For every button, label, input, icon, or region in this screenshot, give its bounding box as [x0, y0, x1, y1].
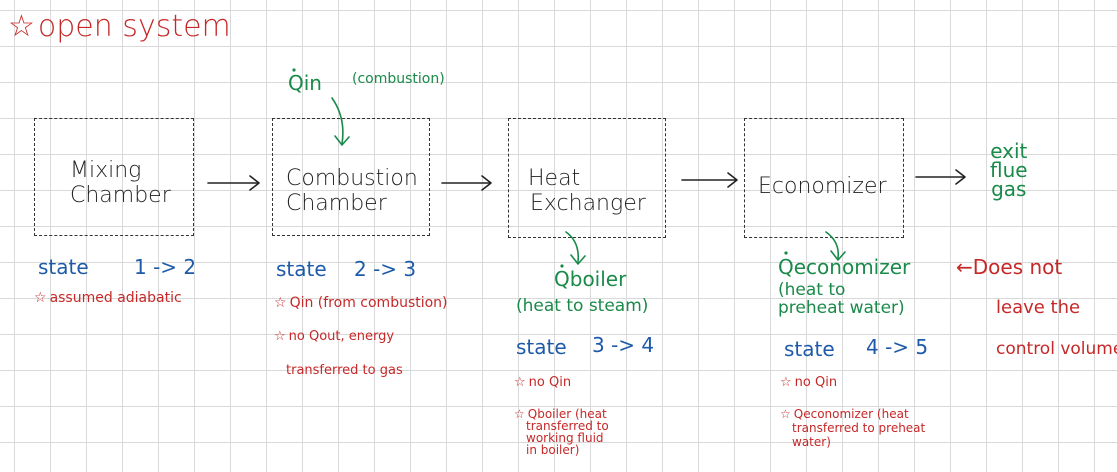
combustion-chamber-box [272, 118, 430, 236]
q-economizer-note-line2: preheat water) [778, 298, 905, 318]
state-3-4-note-2: transferred to [526, 419, 609, 433]
q-in-dot [292, 68, 296, 72]
q-in-top-note: (combustion) [352, 71, 445, 87]
q-boiler-label: Qboiler [554, 267, 627, 291]
combustion-label-line1: Combustion [286, 166, 418, 191]
arrow-combustion-to-heat-exchanger [441, 175, 492, 191]
star-icon: ☆ [274, 295, 287, 311]
state-3-4-range: 3 -> 4 [592, 333, 655, 357]
star-icon: ☆ [8, 9, 35, 44]
economizer-box [744, 118, 904, 238]
arrow-heat-exchanger-to-economizer [681, 172, 738, 188]
state-4-5-note-0-text: no Qin [794, 375, 838, 390]
arrow-q-in-down [331, 97, 350, 146]
exit-line2: flue [990, 158, 1028, 182]
state-2-3-note-0-text: Qin (from combustion) [289, 295, 448, 311]
state-1-2-note-0-text: assumed adiabatic [49, 290, 182, 306]
q-economizer-dot [784, 251, 788, 255]
title-text: open system [37, 9, 231, 44]
combustion-chamber-label: Combustion Chamber [286, 166, 418, 217]
state-2-3-range: 2 -> 3 [354, 257, 417, 281]
state-4-5-note-1: ☆Qeconomizer (heat [780, 407, 909, 421]
state-3-4-note-0-text: no Qin [528, 375, 572, 390]
q-boiler-note: (heat to steam) [516, 296, 649, 316]
arrow-q-economizer-down [825, 231, 846, 261]
state-3-4-note-0: ☆no Qin [514, 375, 572, 390]
state-4-5-label: state [784, 337, 835, 361]
heat-exchanger-box [508, 118, 666, 238]
title: ☆open system [8, 10, 231, 43]
state-2-3-note-1: ☆no Qout, energy [274, 329, 395, 344]
state-2-3-note-2: transferred to gas [286, 363, 403, 378]
state-4-5-note-3: water) [792, 435, 831, 449]
state-3-4-note-4: in boiler) [526, 443, 580, 457]
does-not-leave-line3: control volume [996, 339, 1117, 359]
state-2-3-note-0: ☆Qin (from combustion) [274, 295, 448, 311]
star-icon: ☆ [514, 375, 526, 390]
state-2-3-label: state [276, 257, 327, 281]
combustion-label-line2: Chamber [286, 191, 387, 217]
state-2-3-note-1-text: no Qout, energy [288, 329, 395, 344]
q-economizer-label: Qeconomizer [778, 255, 911, 279]
q-in-symbol: Qin [288, 71, 322, 95]
heat-exchanger-label: Heat Exchanger [528, 166, 646, 217]
state-1-2-label: state [38, 255, 89, 279]
economizer-label: Economizer [758, 174, 887, 199]
state-4-5-range: 4 -> 5 [866, 335, 929, 359]
heat-exchanger-label-line1: Heat [528, 166, 581, 191]
star-icon: ☆ [780, 407, 791, 421]
does-not-leave-line1: ←Does not [956, 256, 1062, 278]
mixing-label-line1: Mixing [70, 158, 142, 183]
star-icon: ☆ [274, 329, 286, 344]
arrow-mixing-to-combustion [207, 175, 260, 191]
star-icon: ☆ [514, 407, 525, 421]
q-boiler-dot [560, 264, 564, 268]
q-in-top-label: Qin [288, 72, 322, 94]
star-icon: ☆ [34, 290, 47, 306]
exit-flue-gas-label: exit flue gas [990, 139, 1028, 201]
state-4-5-note-1-text: Qeconomizer (heat [793, 407, 909, 421]
mixing-chamber-box [34, 118, 194, 236]
mixing-chamber-label: Mixing Chamber [70, 158, 171, 209]
state-3-4-note-3: working fluid [526, 431, 604, 445]
mixing-label-line2: Chamber [70, 183, 171, 209]
arrow-q-boiler-down [565, 231, 586, 265]
exit-line3: gas [991, 177, 1027, 201]
does-not-leave-line2: leave the [996, 297, 1081, 318]
economizer-label-line1: Economizer [758, 174, 887, 199]
q-economizer-note-line1: (heat to [778, 280, 846, 300]
state-1-2-note-0: ☆assumed adiabatic [34, 290, 182, 306]
arrow-economizer-to-exit [915, 169, 966, 185]
state-3-4-note-1-text: Qboiler (heat [527, 407, 607, 421]
state-1-2-range: 1 -> 2 [134, 255, 197, 279]
state-4-5-note-2: transferred to preheat [792, 421, 926, 435]
star-icon: ☆ [780, 375, 792, 390]
state-4-5-note-0: ☆no Qin [780, 375, 838, 390]
does-not-leave-text1: Does not [972, 255, 1063, 279]
heat-exchanger-label-line2: Exchanger [530, 191, 646, 217]
state-3-4-note-1: ☆Qboiler (heat [514, 407, 607, 421]
left-arrow-icon: ← [956, 255, 973, 279]
exit-line1: exit [990, 139, 1028, 163]
state-3-4-label: state [516, 335, 567, 359]
